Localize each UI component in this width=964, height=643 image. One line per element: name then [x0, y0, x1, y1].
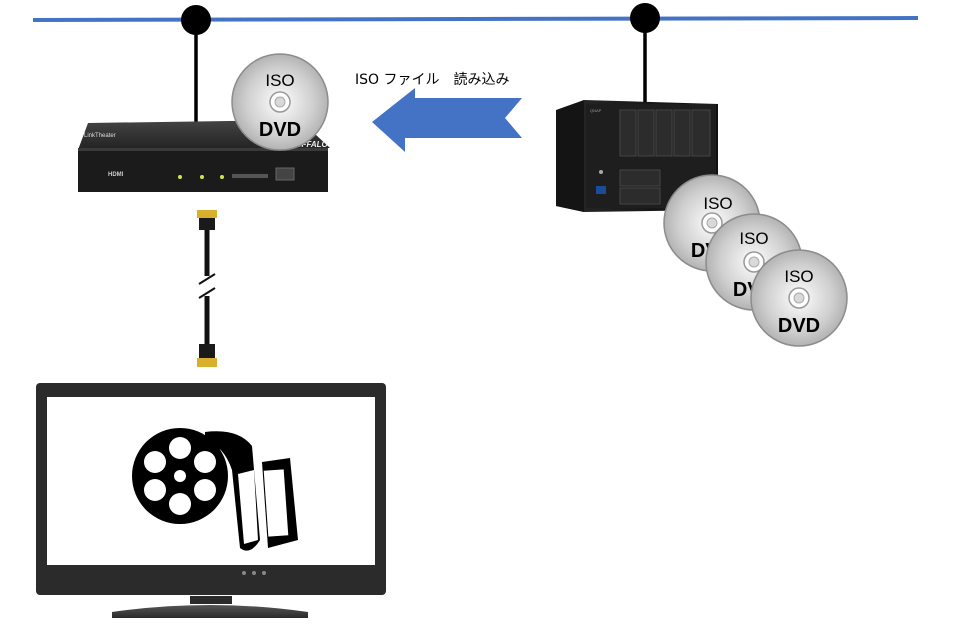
- disc-iso-label: ISO: [739, 229, 768, 248]
- player-usb-port: [275, 167, 295, 181]
- player-brand-logo: BUFFALO: [290, 140, 329, 149]
- player-led: [200, 175, 204, 179]
- svg-text:QNAP: QNAP: [590, 108, 602, 113]
- nas-device: QNAP: [556, 100, 718, 212]
- player-hdmi-label: HDMI: [108, 172, 124, 178]
- disc-iso-label: ISO: [265, 71, 294, 90]
- player-led: [178, 175, 182, 179]
- player-model: LinkTheater: [84, 133, 116, 139]
- network-line: [32, 16, 919, 22]
- network-node-nas: [630, 3, 660, 103]
- arrow-label: ISO ファイル 読み込み: [355, 71, 510, 88]
- media-player: LinkTheater BUFFALO HDMI: [78, 120, 330, 192]
- hdmi-cable: [197, 210, 217, 367]
- disc-iso-label: ISO: [703, 194, 732, 213]
- network-node-player: [181, 5, 211, 122]
- player-led: [220, 175, 224, 179]
- player-card-slot: [232, 174, 268, 178]
- disc-dvd-label: DVD: [259, 119, 301, 141]
- dvd-disc-nas-3: ISO DVD: [750, 249, 848, 347]
- disc-dvd-label: DVD: [778, 315, 820, 337]
- transfer-arrow: [372, 88, 522, 152]
- dvd-disc-player: ISO DVD: [231, 53, 329, 151]
- disc-iso-label: ISO: [784, 267, 813, 286]
- film-reel-icon: [132, 428, 298, 551]
